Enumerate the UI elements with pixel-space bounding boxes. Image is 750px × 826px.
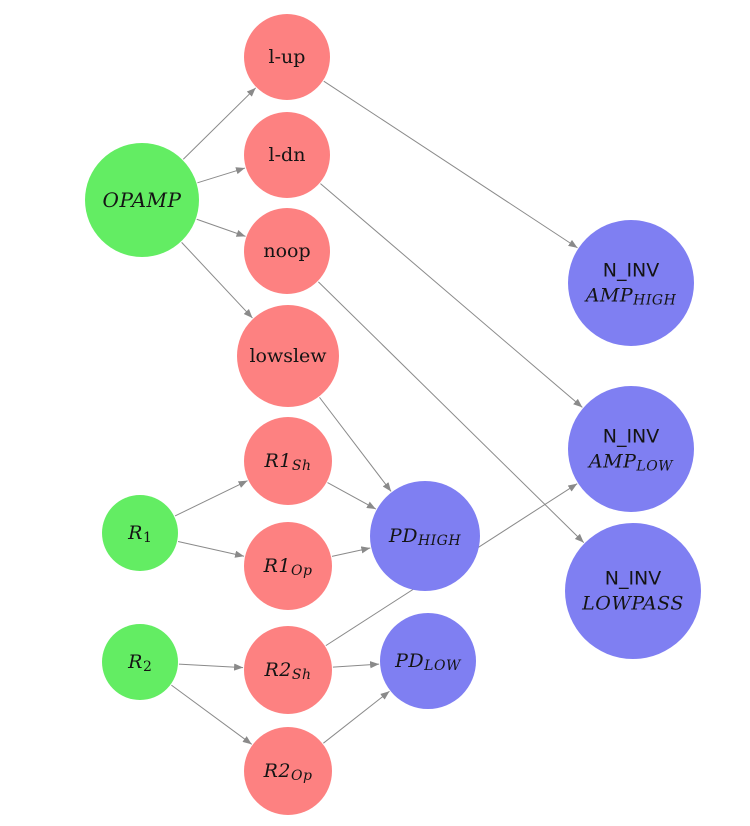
node-label-amp-low-line1: N_INV: [603, 426, 660, 448]
node-l-dn: l-dn: [244, 112, 330, 198]
edge-opamp-to-noop: [196, 218, 246, 237]
node-opamp: OPAMP: [85, 143, 199, 257]
node-label-amp-high-line2: AMPHIGH: [584, 285, 677, 309]
edge-r2-op-to-pd-low: [323, 690, 390, 744]
node-label-pd-low-line1: PDLOW: [394, 650, 462, 674]
node-pd-low: PDLOW: [380, 613, 476, 709]
node-l-up: l-up: [244, 14, 330, 100]
edge-r2-to-r2-sh: [178, 663, 244, 671]
edge-opamp-to-l-up: [182, 87, 257, 160]
edge-noop-to-lowpass: [318, 281, 585, 543]
node-circle-r1-op: [244, 522, 332, 610]
node-label-r2-sh-line1: R2Sh: [263, 659, 311, 683]
node-label-r1-line1: R1: [127, 522, 152, 546]
node-circle-r1-sh: [244, 417, 332, 505]
node-r2-op: R2Op: [244, 727, 332, 815]
node-label-r2-op-line1: R2Op: [263, 760, 313, 784]
node-lowpass: N_INV LOWPASS: [565, 523, 701, 659]
node-pd-high: PDHIGH: [370, 481, 480, 591]
node-circle-pd-high: [370, 481, 480, 591]
node-label-lowslew-line1: lowslew: [249, 345, 327, 367]
node-amp-high: N_INV AMPHIGH: [568, 220, 694, 346]
edge-l-up-to-amp-high: [323, 80, 578, 249]
node-circle-noop: [244, 208, 330, 294]
node-label-opamp-line1: OPAMP: [103, 188, 182, 212]
edge-l-dn-to-amp-low: [320, 183, 583, 408]
node-label-r1-op-line1: R1Op: [263, 555, 313, 579]
node-circle-amp-high: [568, 220, 694, 346]
node-circle-r2-sh: [244, 626, 332, 714]
node-r2-sh: R2Sh: [244, 626, 332, 714]
node-label-amp-high-line1: N_INV: [603, 260, 660, 282]
edge-r1-sh-to-pd-high: [327, 482, 377, 510]
node-noop: noop: [244, 208, 330, 294]
node-label-pd-high-line1: PDHIGH: [388, 525, 461, 549]
node-circle-r1: [102, 495, 178, 571]
node-label-l-up-line1: l-up: [269, 46, 306, 68]
node-r1-op: R1Op: [244, 522, 332, 610]
node-label-lowpass-line1: N_INV: [605, 568, 662, 590]
node-label-lowpass-line2: LOWPASS: [581, 593, 684, 615]
node-circle-lowslew: [237, 305, 339, 407]
edge-r1-to-r1-sh: [174, 480, 248, 517]
edge-r2-sh-to-pd-low: [332, 661, 380, 669]
node-circle-lowpass: [565, 523, 701, 659]
node-label-r1-sh-line1: R1Sh: [263, 450, 311, 474]
node-circle-opamp: [85, 143, 199, 257]
node-r1: R1: [102, 495, 178, 571]
node-circle-r2: [102, 624, 178, 700]
edge-r1-to-r1-op: [177, 540, 245, 558]
node-circle-l-dn: [244, 112, 330, 198]
node-label-noop-line1: noop: [263, 240, 310, 262]
node-circle-l-up: [244, 14, 330, 100]
node-r1-sh: R1Sh: [244, 417, 332, 505]
edge-opamp-to-lowslew: [181, 242, 253, 319]
edge-lowslew-to-pd-high: [319, 397, 392, 492]
node-label-l-dn-line1: l-dn: [269, 144, 306, 166]
node-circle-amp-low: [568, 386, 694, 512]
edge-r1-op-to-pd-high: [331, 546, 371, 557]
node-r2: R2: [102, 624, 178, 700]
node-lowslew: lowslew: [237, 305, 339, 407]
edge-opamp-to-l-dn: [197, 167, 246, 184]
node-amp-low: N_INV AMPLOW: [568, 386, 694, 512]
node-circle-r2-op: [244, 727, 332, 815]
node-label-amp-low-line2: AMPLOW: [587, 451, 674, 475]
node-circle-pd-low: [380, 613, 476, 709]
edge-r2-to-r2-op: [171, 684, 253, 745]
node-label-r2-line1: R2: [127, 651, 152, 675]
